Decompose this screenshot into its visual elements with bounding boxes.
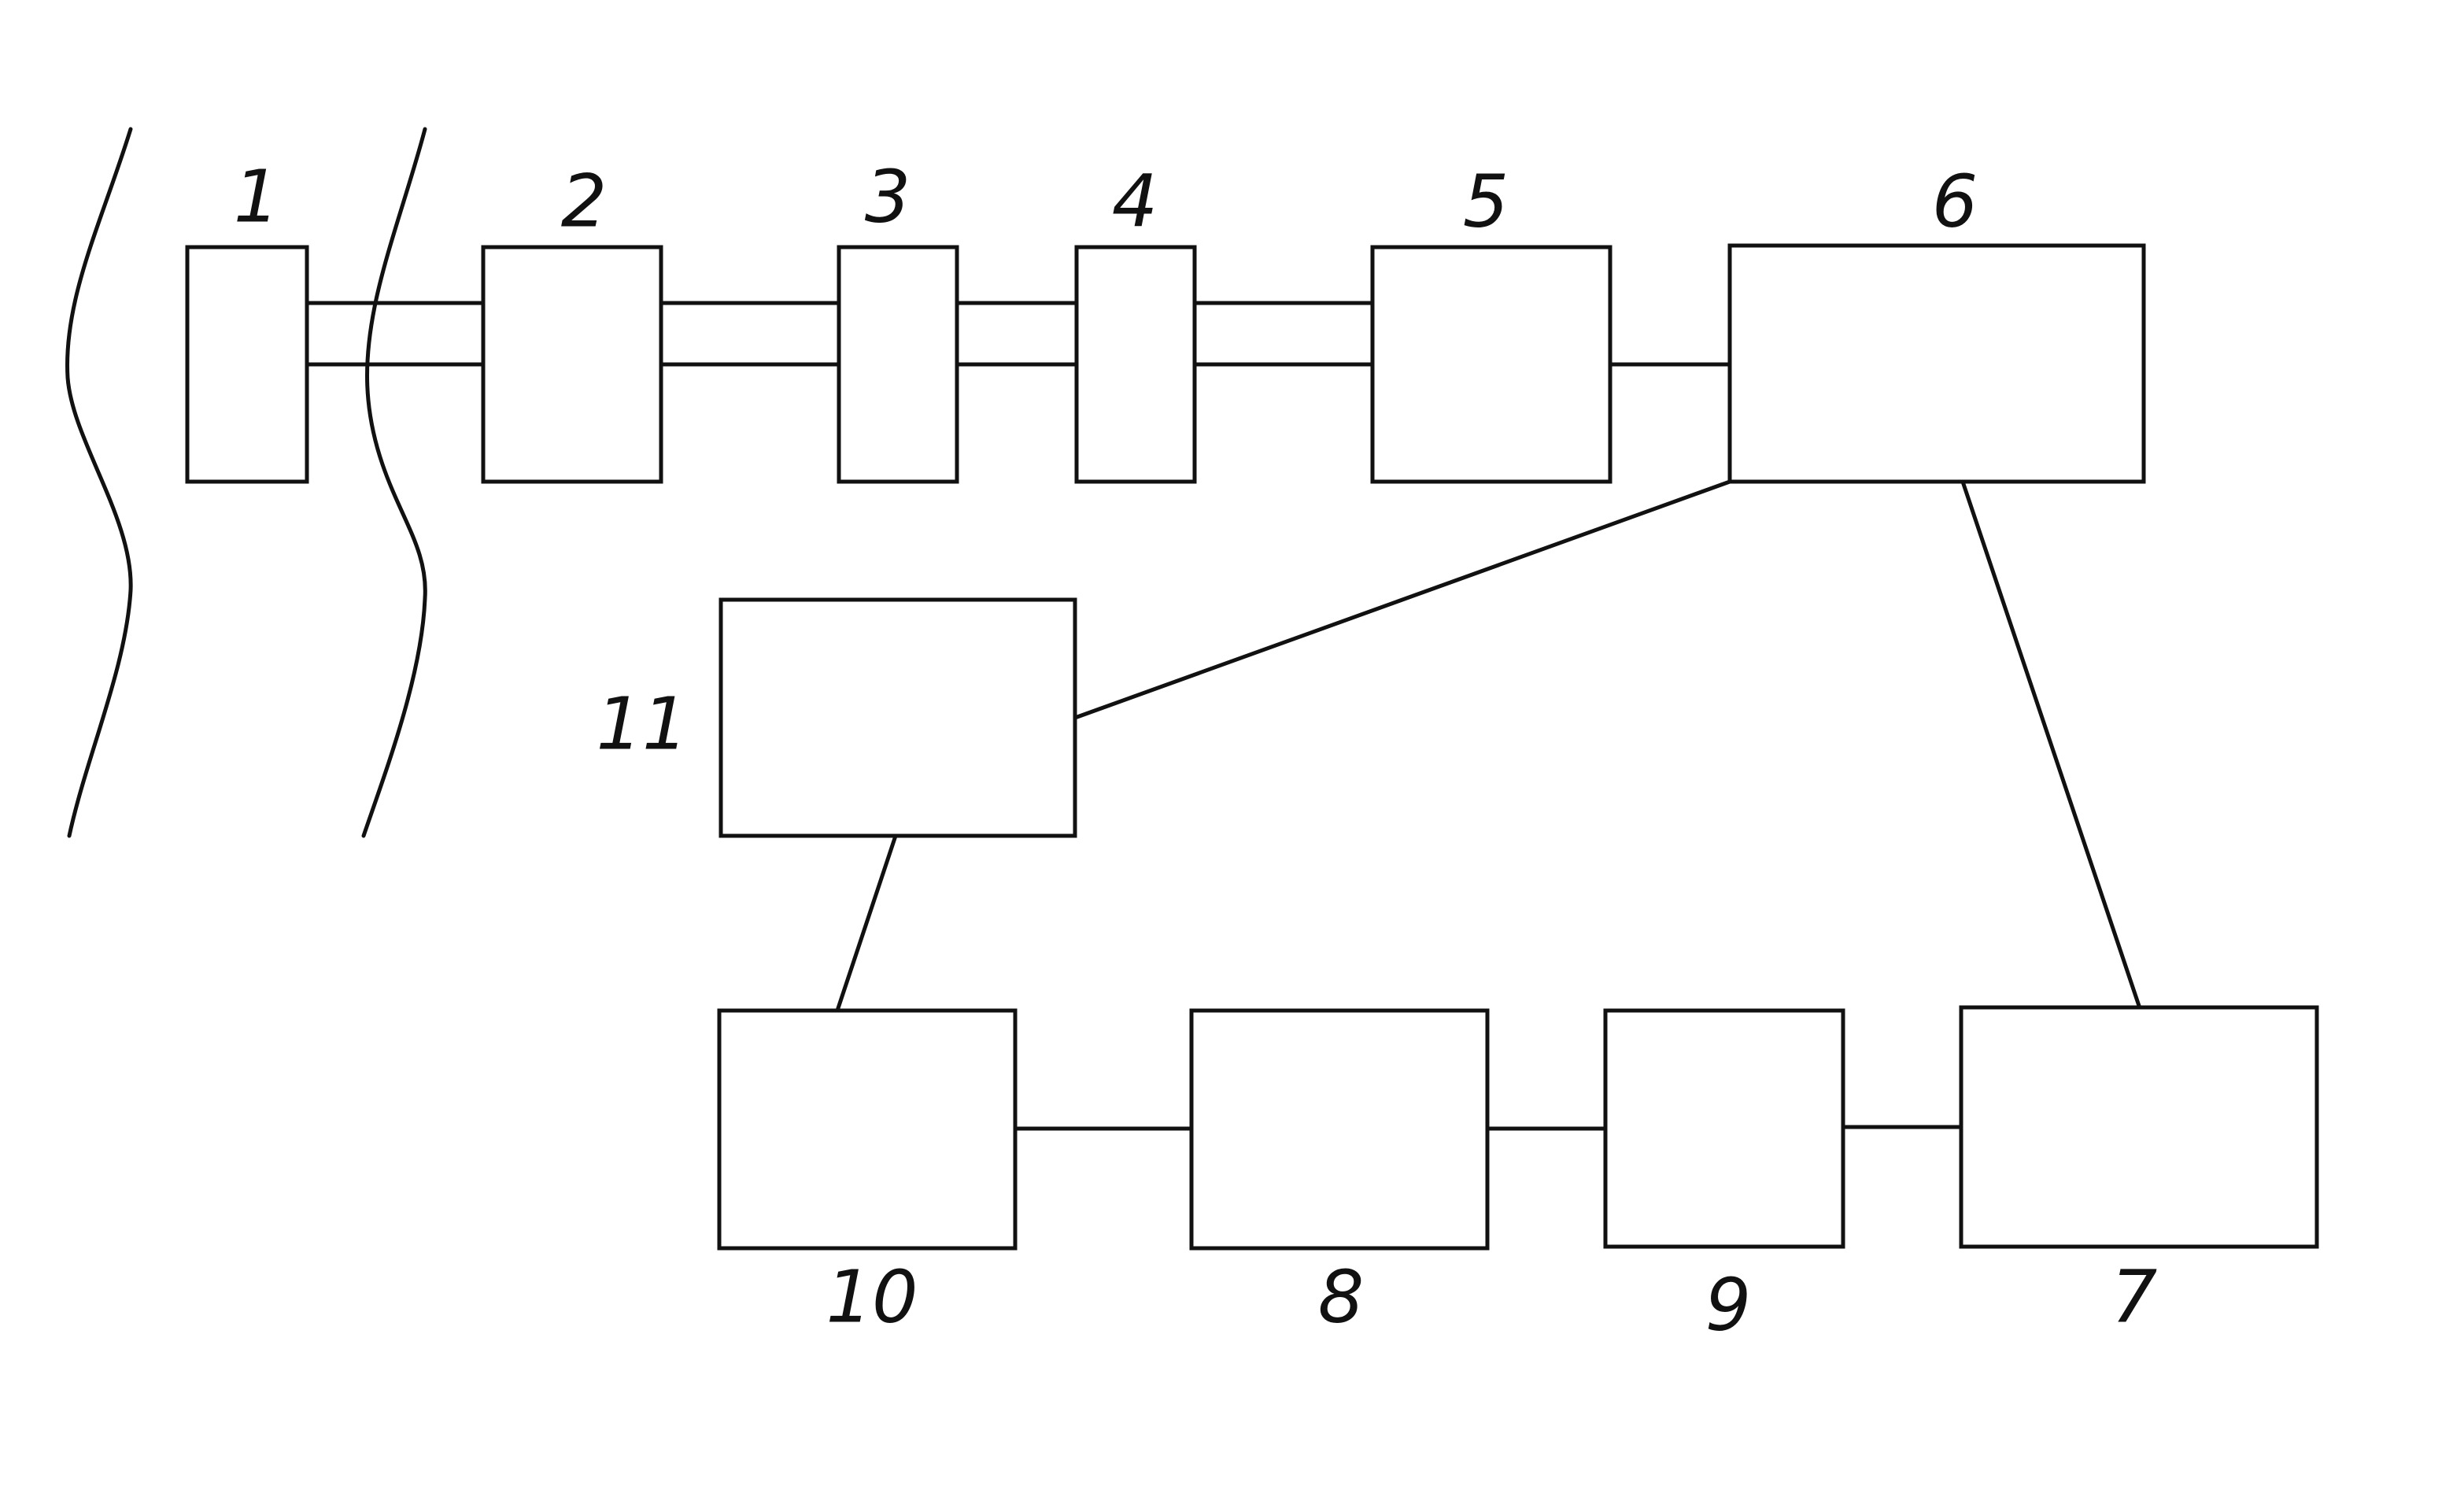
label-1: 1 — [234, 154, 280, 238]
block-9 — [1603, 1008, 1845, 1249]
left-wall-inner-contour — [361, 127, 427, 838]
shaft-1-2 — [305, 301, 486, 367]
label-11: 11 — [596, 682, 688, 766]
label-3: 3 — [865, 154, 911, 238]
block-11 — [719, 597, 1077, 838]
shaft-2-3 — [659, 301, 841, 367]
label-8: 8 — [1318, 1255, 1365, 1339]
link-11-10 — [835, 833, 898, 1013]
label-6: 6 — [1932, 159, 1978, 243]
label-2: 2 — [561, 159, 608, 243]
block-10 — [717, 1008, 1018, 1251]
block-8 — [1189, 1008, 1490, 1251]
block-3 — [837, 245, 959, 484]
block-2 — [481, 245, 663, 484]
label-4: 4 — [1112, 159, 1158, 243]
shaft-3-4 — [955, 301, 1079, 367]
link-6-7 — [1960, 479, 2141, 1008]
left-wall-outer-contour — [65, 127, 133, 838]
label-9: 9 — [1705, 1262, 1752, 1347]
block-6 — [1727, 243, 2146, 484]
block-4 — [1074, 245, 1197, 484]
block-7 — [1959, 1005, 2319, 1249]
shaft-4-5 — [1192, 301, 1375, 367]
block-1 — [185, 245, 309, 484]
link-6-11 — [1073, 479, 1732, 720]
block-5 — [1370, 245, 1612, 484]
label-7: 7 — [2111, 1255, 2158, 1339]
label-5: 5 — [1463, 159, 1509, 243]
label-10: 10 — [826, 1255, 918, 1339]
